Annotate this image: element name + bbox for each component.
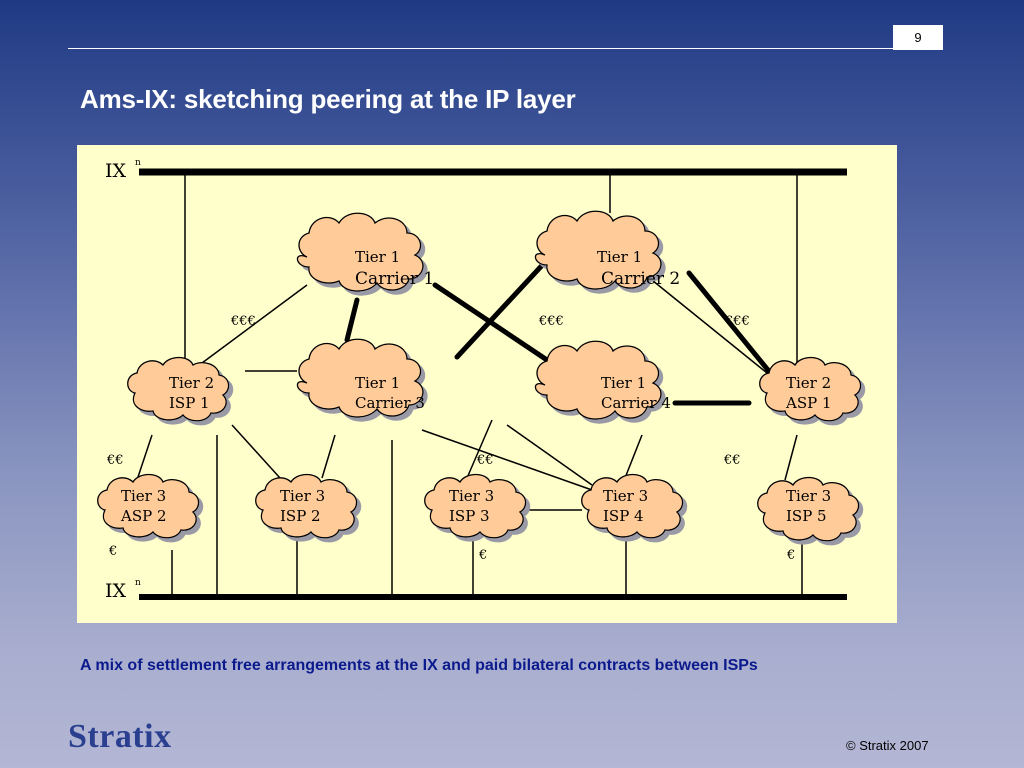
settlement-ee-left: €€ — [106, 453, 124, 468]
settlement-eee-right: €€€ — [724, 314, 750, 329]
slide-title: Ams-IX: sketching peering at the IP laye… — [80, 84, 576, 114]
asp1-tier: Tier 2 — [786, 374, 831, 392]
ix-top-superscript: n — [135, 158, 141, 168]
settlement-e-left: € — [108, 544, 117, 559]
carrier3-name: Carrier 3 — [355, 394, 425, 412]
cloud-asp2[interactable] — [97, 473, 200, 539]
isp5-tier: Tier 3 — [786, 487, 831, 505]
isp3-name: ISP 3 — [449, 507, 490, 525]
copyright-notice: © Stratix 2007 — [846, 738, 929, 753]
carrier1-name: Carrier 1 — [355, 269, 434, 289]
settlement-e-middle: € — [478, 548, 487, 563]
ix-top-links — [184, 172, 798, 363]
cloud-isp5[interactable] — [757, 476, 860, 542]
asp2-tier: Tier 3 — [121, 487, 166, 505]
carrier4-name: Carrier 4 — [601, 394, 671, 412]
isp2-tier: Tier 3 — [280, 487, 325, 505]
carrier4-tier: Tier 1 — [601, 374, 646, 392]
isp3-tier: Tier 3 — [449, 487, 494, 505]
ix-bottom-superscript: n — [135, 578, 141, 588]
ix-bottom-links — [171, 435, 803, 597]
cloud-isp1[interactable] — [127, 356, 230, 422]
ix-top-label: IX — [105, 160, 127, 182]
settlement-eee-left: €€€ — [230, 314, 256, 329]
isp4-tier: Tier 3 — [603, 487, 648, 505]
settlement-ee-middle: €€ — [476, 453, 494, 468]
carrier1-tier: Tier 1 — [355, 248, 400, 266]
page-number: 9 — [893, 25, 943, 50]
cloud-carrier4[interactable] — [534, 340, 662, 420]
settlement-ee-right: €€ — [723, 453, 741, 468]
settlement-e-right: € — [786, 548, 795, 563]
isp1-tier: Tier 2 — [169, 374, 214, 392]
isp2-name: ISP 2 — [280, 507, 321, 525]
carrier2-tier: Tier 1 — [597, 248, 642, 266]
isp1-name: ISP 1 — [169, 394, 210, 412]
carrier2-name: Carrier 2 — [601, 269, 680, 289]
cloud-carrier2[interactable] — [534, 210, 662, 290]
cloud-carrier1[interactable] — [296, 212, 424, 292]
ix-bottom-label: IX — [105, 580, 127, 602]
carrier-links — [344, 257, 775, 406]
carrier3-tier: Tier 1 — [355, 374, 400, 392]
cloud-asp1[interactable] — [759, 356, 862, 422]
settlement-eee-middle: €€€ — [538, 314, 564, 329]
cloud-isp4[interactable] — [581, 473, 684, 539]
asp1-name: ASP 1 — [785, 394, 832, 412]
diagram-canvas: IX n IX n Tier 1 Carrier 1 Tier 1 Carrie… — [97, 158, 862, 602]
transit-links — [136, 271, 798, 511]
cloud-isp2[interactable] — [255, 473, 358, 539]
peering-diagram: IX n IX n Tier 1 Carrier 1 Tier 1 Carrie… — [77, 145, 897, 623]
isp4-name: ISP 4 — [603, 507, 644, 525]
cloud-isp3[interactable] — [424, 473, 527, 539]
asp2-name: ASP 2 — [120, 507, 167, 525]
slide-caption: A mix of settlement free arrangements at… — [80, 657, 758, 674]
stratix-logo: Stratix — [68, 718, 172, 755]
isp5-name: ISP 5 — [786, 507, 827, 525]
cloud-carrier3[interactable] — [296, 338, 424, 418]
header-rule — [68, 48, 940, 49]
